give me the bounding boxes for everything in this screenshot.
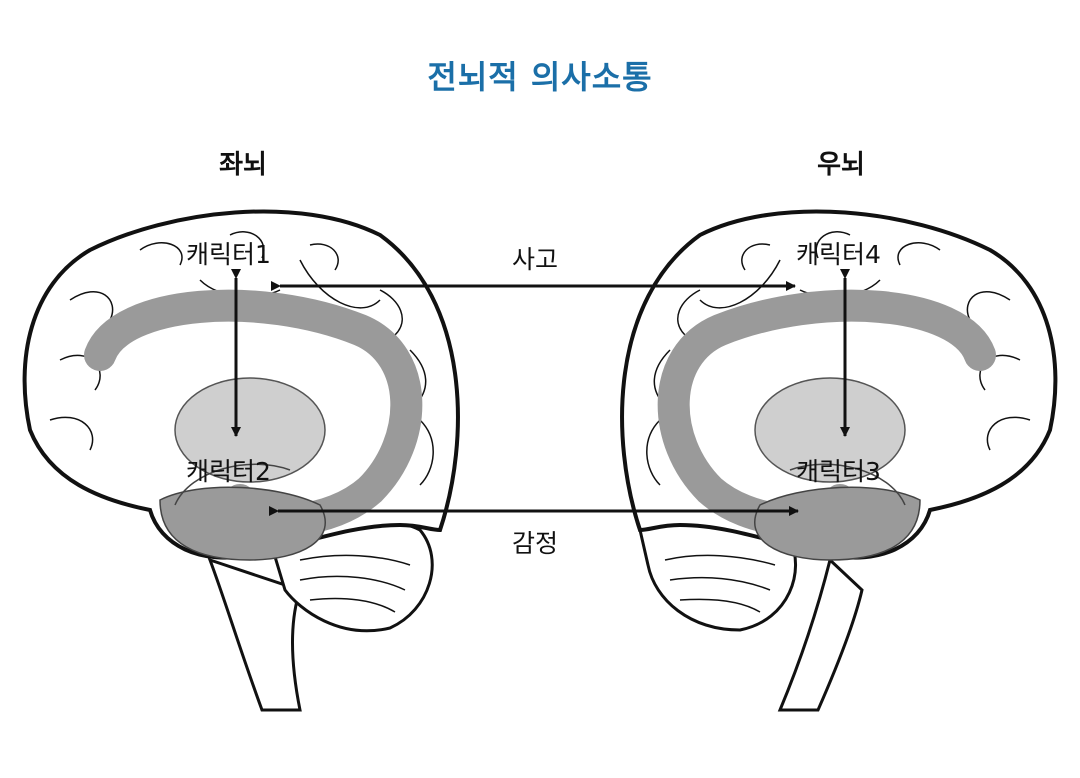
emotion-label: 감정 (511, 529, 558, 558)
diagram-title: 전뇌적 의사소통 (427, 58, 653, 96)
right-hemisphere-label: 우뇌 (817, 150, 865, 180)
character-3-label: 캐릭터3 (796, 457, 881, 486)
character-4-label: 캐릭터4 (796, 240, 881, 269)
character-1-label: 캐릭터1 (186, 240, 271, 269)
thinking-label: 사고 (511, 245, 558, 274)
right-temporal-limbic (754, 486, 921, 561)
left-hemisphere-label: 좌뇌 (219, 150, 267, 180)
right-thalamus (754, 377, 906, 483)
left-thalamus (174, 377, 326, 483)
left-temporal-limbic (159, 486, 326, 561)
right-brainstem (777, 557, 864, 712)
right-brain (620, 209, 1058, 712)
arrows (231, 269, 850, 516)
character-2-label: 캐릭터2 (186, 457, 271, 486)
left-brainstem (207, 557, 302, 712)
left-brain (22, 209, 460, 712)
